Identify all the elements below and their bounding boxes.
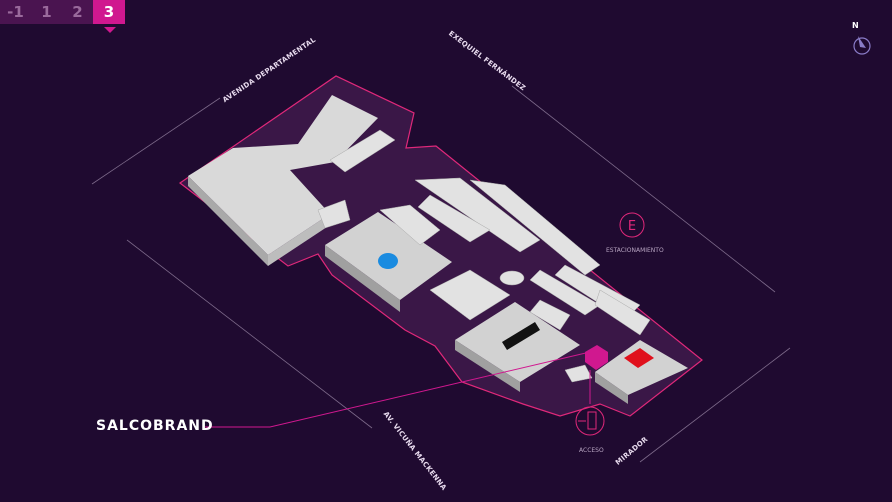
highlighted-store-label[interactable]: SALCOBRAND	[96, 418, 214, 434]
small-shops	[317, 129, 651, 383]
entrance-label: ACCESO	[579, 447, 604, 454]
store-block-side	[595, 372, 628, 404]
parking-label: ESTACIONAMIENTO	[606, 247, 664, 254]
street-line-vicuna	[126, 239, 373, 429]
floor-button-1[interactable]: 1	[41, 3, 52, 21]
compass-icon	[853, 36, 871, 55]
entrance-door-icon[interactable]	[575, 406, 605, 436]
store-block-side	[268, 214, 330, 266]
floor-button-2[interactable]: 2	[72, 3, 83, 21]
store-block-side	[455, 340, 520, 392]
store-block-side	[188, 176, 268, 266]
compass-north-label: N	[852, 21, 859, 30]
store-block-anchor-west	[188, 95, 378, 255]
street-lines	[91, 85, 791, 463]
floor-button--1[interactable]: -1	[7, 3, 24, 21]
floor-button-3[interactable]: 3	[93, 0, 125, 24]
parking-icon[interactable]: E	[619, 212, 645, 238]
anchor-east-logo	[624, 348, 654, 368]
salcobrand-leader-line	[205, 351, 591, 428]
svg-text:E: E	[628, 219, 636, 234]
street-line-departamental	[91, 97, 221, 185]
active-floor-indicator	[104, 27, 116, 33]
store-blocks	[188, 95, 688, 404]
street-line-exequiel	[511, 85, 776, 293]
paris-logo	[378, 253, 398, 269]
store-block-anchor-east	[595, 340, 688, 395]
street-line-mirador	[639, 347, 791, 463]
floor-selector: -1 1 2 3	[0, 0, 125, 24]
store-block-side	[325, 245, 400, 312]
salcobrand-store[interactable]	[585, 345, 608, 370]
ripley-logo	[502, 322, 540, 350]
